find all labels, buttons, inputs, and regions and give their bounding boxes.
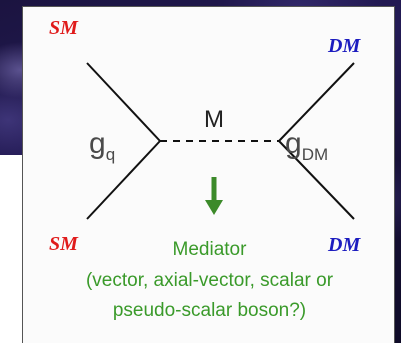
dm-coupling-subscript: DM <box>301 145 329 164</box>
quark-coupling: gq <box>89 127 115 165</box>
dm-top-leg <box>278 62 355 142</box>
feynman-diagram-panel: SM DM SM DM gq gDM M Mediator (vector, a… <box>22 6 395 343</box>
sm-top-label: SM <box>49 17 78 39</box>
mediator-symbol: M <box>204 106 224 133</box>
dm-bottom-label: DM <box>328 234 361 256</box>
dm-bottom-leg <box>278 140 355 220</box>
dm-coupling: gDM <box>285 127 328 165</box>
dm-coupling-symbol: g <box>285 127 302 160</box>
dm-top-label: DM <box>328 35 361 57</box>
sm-bottom-leg <box>86 140 161 220</box>
margin-strip <box>0 155 22 343</box>
arrow-head <box>205 200 223 215</box>
mediator-title: Mediator <box>172 239 247 260</box>
mediator-description-line1: (vector, axial-vector, scalar or <box>85 270 334 291</box>
quark-coupling-symbol: g <box>89 127 106 160</box>
sm-top-leg <box>86 62 161 142</box>
sm-bottom-label: SM <box>49 233 78 255</box>
quark-coupling-subscript: q <box>105 145 116 164</box>
mediator-description-line2: pseudo-scalar boson?) <box>112 300 307 321</box>
diagram-lines <box>86 62 355 220</box>
